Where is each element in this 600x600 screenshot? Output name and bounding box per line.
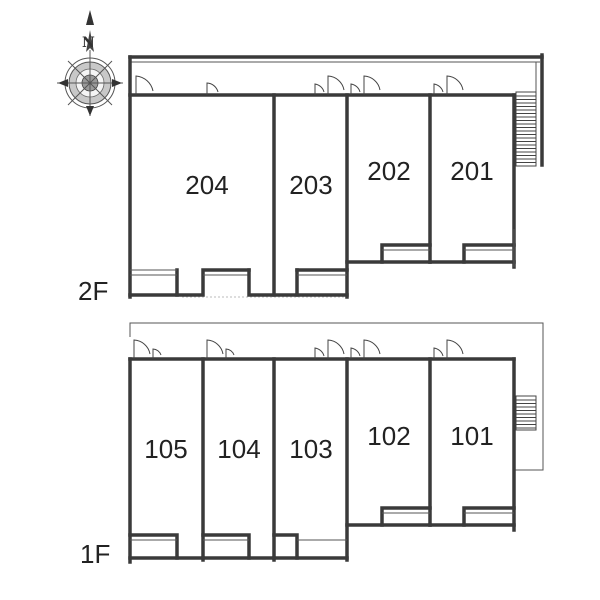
room-label-202: 202 [367, 156, 410, 186]
room-label-201: 201 [450, 156, 493, 186]
room-label-203: 203 [289, 170, 332, 200]
floor-1f: 105 104 103 102 101 [128, 322, 544, 564]
compass-icon [57, 10, 123, 116]
floor-label-1f: 1F [80, 539, 110, 569]
room-label-102: 102 [367, 421, 410, 451]
floor-2f: 204 203 202 201 [128, 53, 544, 299]
room-label-204: 204 [185, 170, 228, 200]
staircase-1f [515, 395, 537, 431]
room-label-101: 101 [450, 421, 493, 451]
room-label-104: 104 [217, 434, 260, 464]
room-label-103: 103 [289, 434, 332, 464]
room-label-105: 105 [144, 434, 187, 464]
north-indicator: N [82, 35, 95, 51]
floor-label-2f: 2F [78, 276, 108, 306]
staircase-2f [515, 91, 537, 167]
